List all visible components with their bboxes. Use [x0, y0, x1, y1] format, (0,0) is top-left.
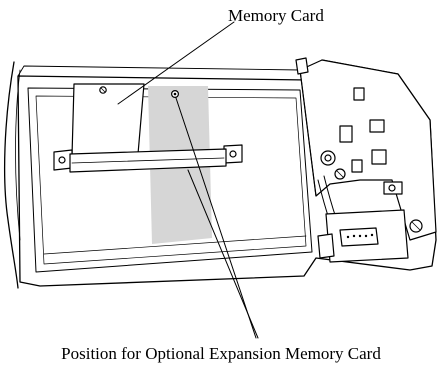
panel-component-2 [369, 119, 385, 133]
leader-expansion-screw [175, 97, 257, 339]
tray-outline [27, 87, 313, 273]
leader-expansion-connector [187, 169, 259, 339]
serial-port [339, 227, 379, 247]
memory-card-installed [71, 83, 145, 157]
port-latch [317, 233, 335, 259]
leader-memory-card [117, 21, 235, 105]
side-panel [299, 59, 437, 241]
panel-clip [295, 57, 309, 75]
side-panel-edge [299, 69, 317, 197]
panel-component-4 [371, 149, 387, 165]
memory-card-label: Memory Card [228, 6, 324, 25]
panel-component-1 [353, 87, 365, 101]
panel-component-3 [339, 125, 353, 143]
left-curved-edge [3, 61, 19, 289]
panel-component-5 [351, 159, 363, 173]
expansion-position-label: Position for Optional Expansion Memory C… [61, 344, 381, 363]
tray-inner-outline [35, 95, 307, 265]
housing-top-rim [17, 65, 301, 77]
tray-bottom-wall [43, 235, 307, 255]
